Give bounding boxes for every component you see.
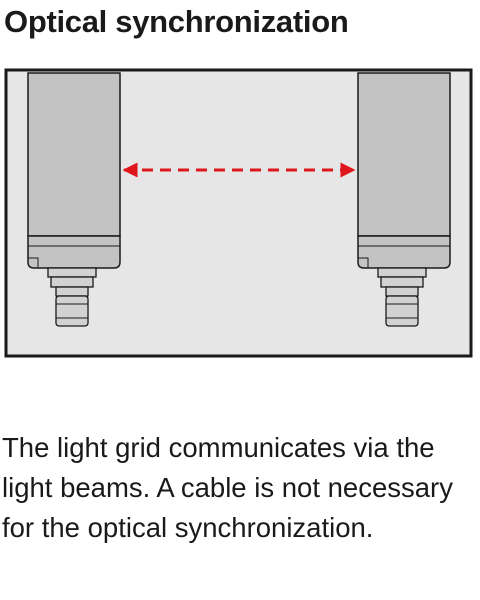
- light-grid-sender-icon: [27, 72, 121, 327]
- optical-synchronization-diagram: [4, 68, 473, 358]
- light-grid-receiver-icon: [357, 72, 451, 327]
- page-title: Optical synchronization: [4, 4, 349, 39]
- caption-text: The light grid communicates via the ligh…: [2, 432, 453, 543]
